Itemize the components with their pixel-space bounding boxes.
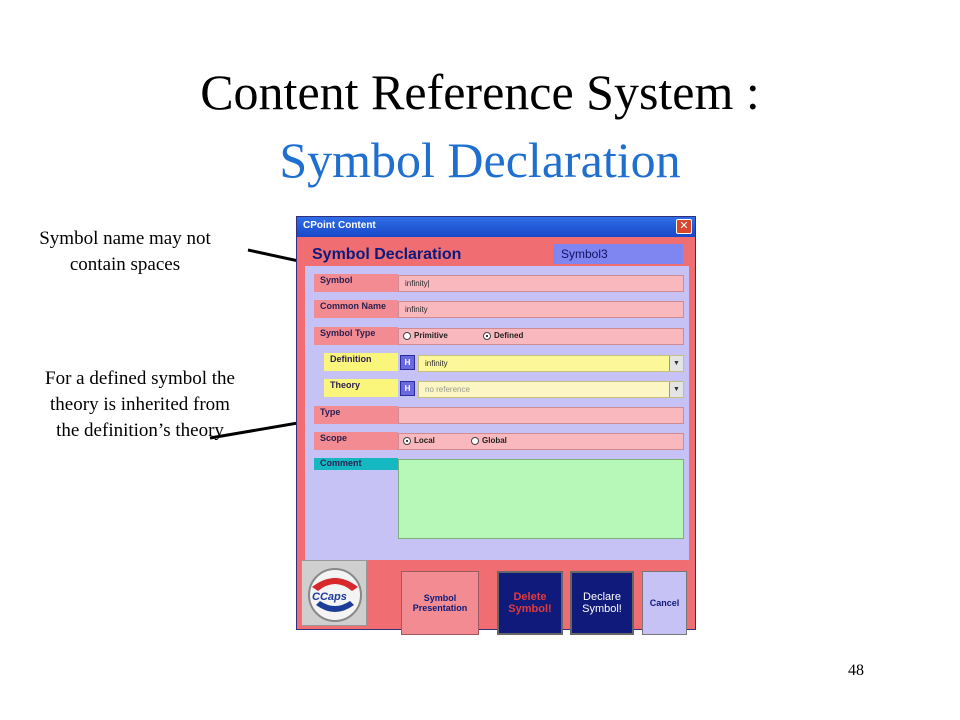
window-client-area: Symbol Declaration Symbol3 Symbol infini… [300, 238, 692, 635]
definition-value: infinity [425, 359, 448, 368]
symbol-presentation-button[interactable]: Symbol Presentation [401, 571, 479, 635]
common-name-label: Common Name [314, 300, 398, 318]
cpoint-content-window: CPoint Content ✕ Symbol Declaration Symb… [296, 216, 696, 635]
ccaps-logo: CCaps [301, 560, 367, 626]
theory-label: Theory [324, 379, 398, 397]
symbol-presentation-label: Symbol Presentation [412, 593, 468, 613]
theory-h-button[interactable]: H [400, 381, 415, 396]
defined-radio[interactable] [483, 332, 491, 340]
chevron-down-icon[interactable]: ▼ [669, 382, 683, 397]
definition-dropdown[interactable]: infinity ▼ [418, 355, 684, 372]
slide-title: Content Reference System : [200, 64, 760, 120]
comment-textarea[interactable] [398, 459, 684, 539]
theory-value: no reference [425, 385, 470, 394]
global-radio-label: Global [482, 436, 507, 445]
declare-symbol-button[interactable]: Declare Symbol! [570, 571, 634, 635]
symbol-input[interactable]: infinity| [398, 275, 684, 292]
local-radio-label: Local [414, 436, 435, 445]
cancel-button[interactable]: Cancel [642, 571, 687, 635]
symbol-type-radio-group: Primitive Defined [398, 328, 684, 345]
comment-label: Comment [314, 458, 398, 470]
scope-radio-group: Local Global [398, 433, 684, 450]
definition-label: Definition [324, 353, 398, 371]
page-number: 48 [848, 662, 864, 679]
defined-radio-label: Defined [494, 331, 524, 340]
local-radio[interactable] [403, 437, 411, 445]
window-titlebar[interactable]: CPoint Content ✕ [297, 217, 695, 237]
window-title: CPoint Content [303, 220, 376, 231]
chevron-down-icon[interactable]: ▼ [669, 356, 683, 371]
symbol-badge: Symbol3 [553, 244, 683, 264]
close-icon[interactable]: ✕ [676, 219, 692, 234]
type-input[interactable] [398, 407, 684, 424]
slide-subtitle: Symbol Declaration [279, 132, 681, 188]
bottle-cap-icon [308, 568, 362, 622]
theory-dropdown[interactable]: no reference ▼ [418, 381, 684, 398]
annotation-defined-theory: For a defined symbol the theory is inher… [45, 368, 235, 441]
delete-symbol-label: Delete Symbol! [508, 591, 552, 615]
definition-h-button[interactable]: H [400, 355, 415, 370]
declare-symbol-label: Declare Symbol! [582, 591, 622, 615]
global-radio[interactable] [471, 437, 479, 445]
delete-symbol-button[interactable]: Delete Symbol! [497, 571, 563, 635]
cancel-label: Cancel [649, 598, 680, 608]
symbol-type-label: Symbol Type [314, 327, 398, 345]
annotation-symbol-name: Symbol name may not contain spaces [39, 228, 211, 275]
logo-text: CCaps [312, 591, 347, 603]
type-label: Type [314, 406, 398, 424]
symbol-label: Symbol [314, 274, 398, 292]
form-heading: Symbol Declaration [312, 246, 462, 263]
primitive-radio[interactable] [403, 332, 411, 340]
common-name-input[interactable]: infinity [398, 301, 684, 318]
scope-label: Scope [314, 432, 398, 450]
primitive-radio-label: Primitive [414, 331, 448, 340]
